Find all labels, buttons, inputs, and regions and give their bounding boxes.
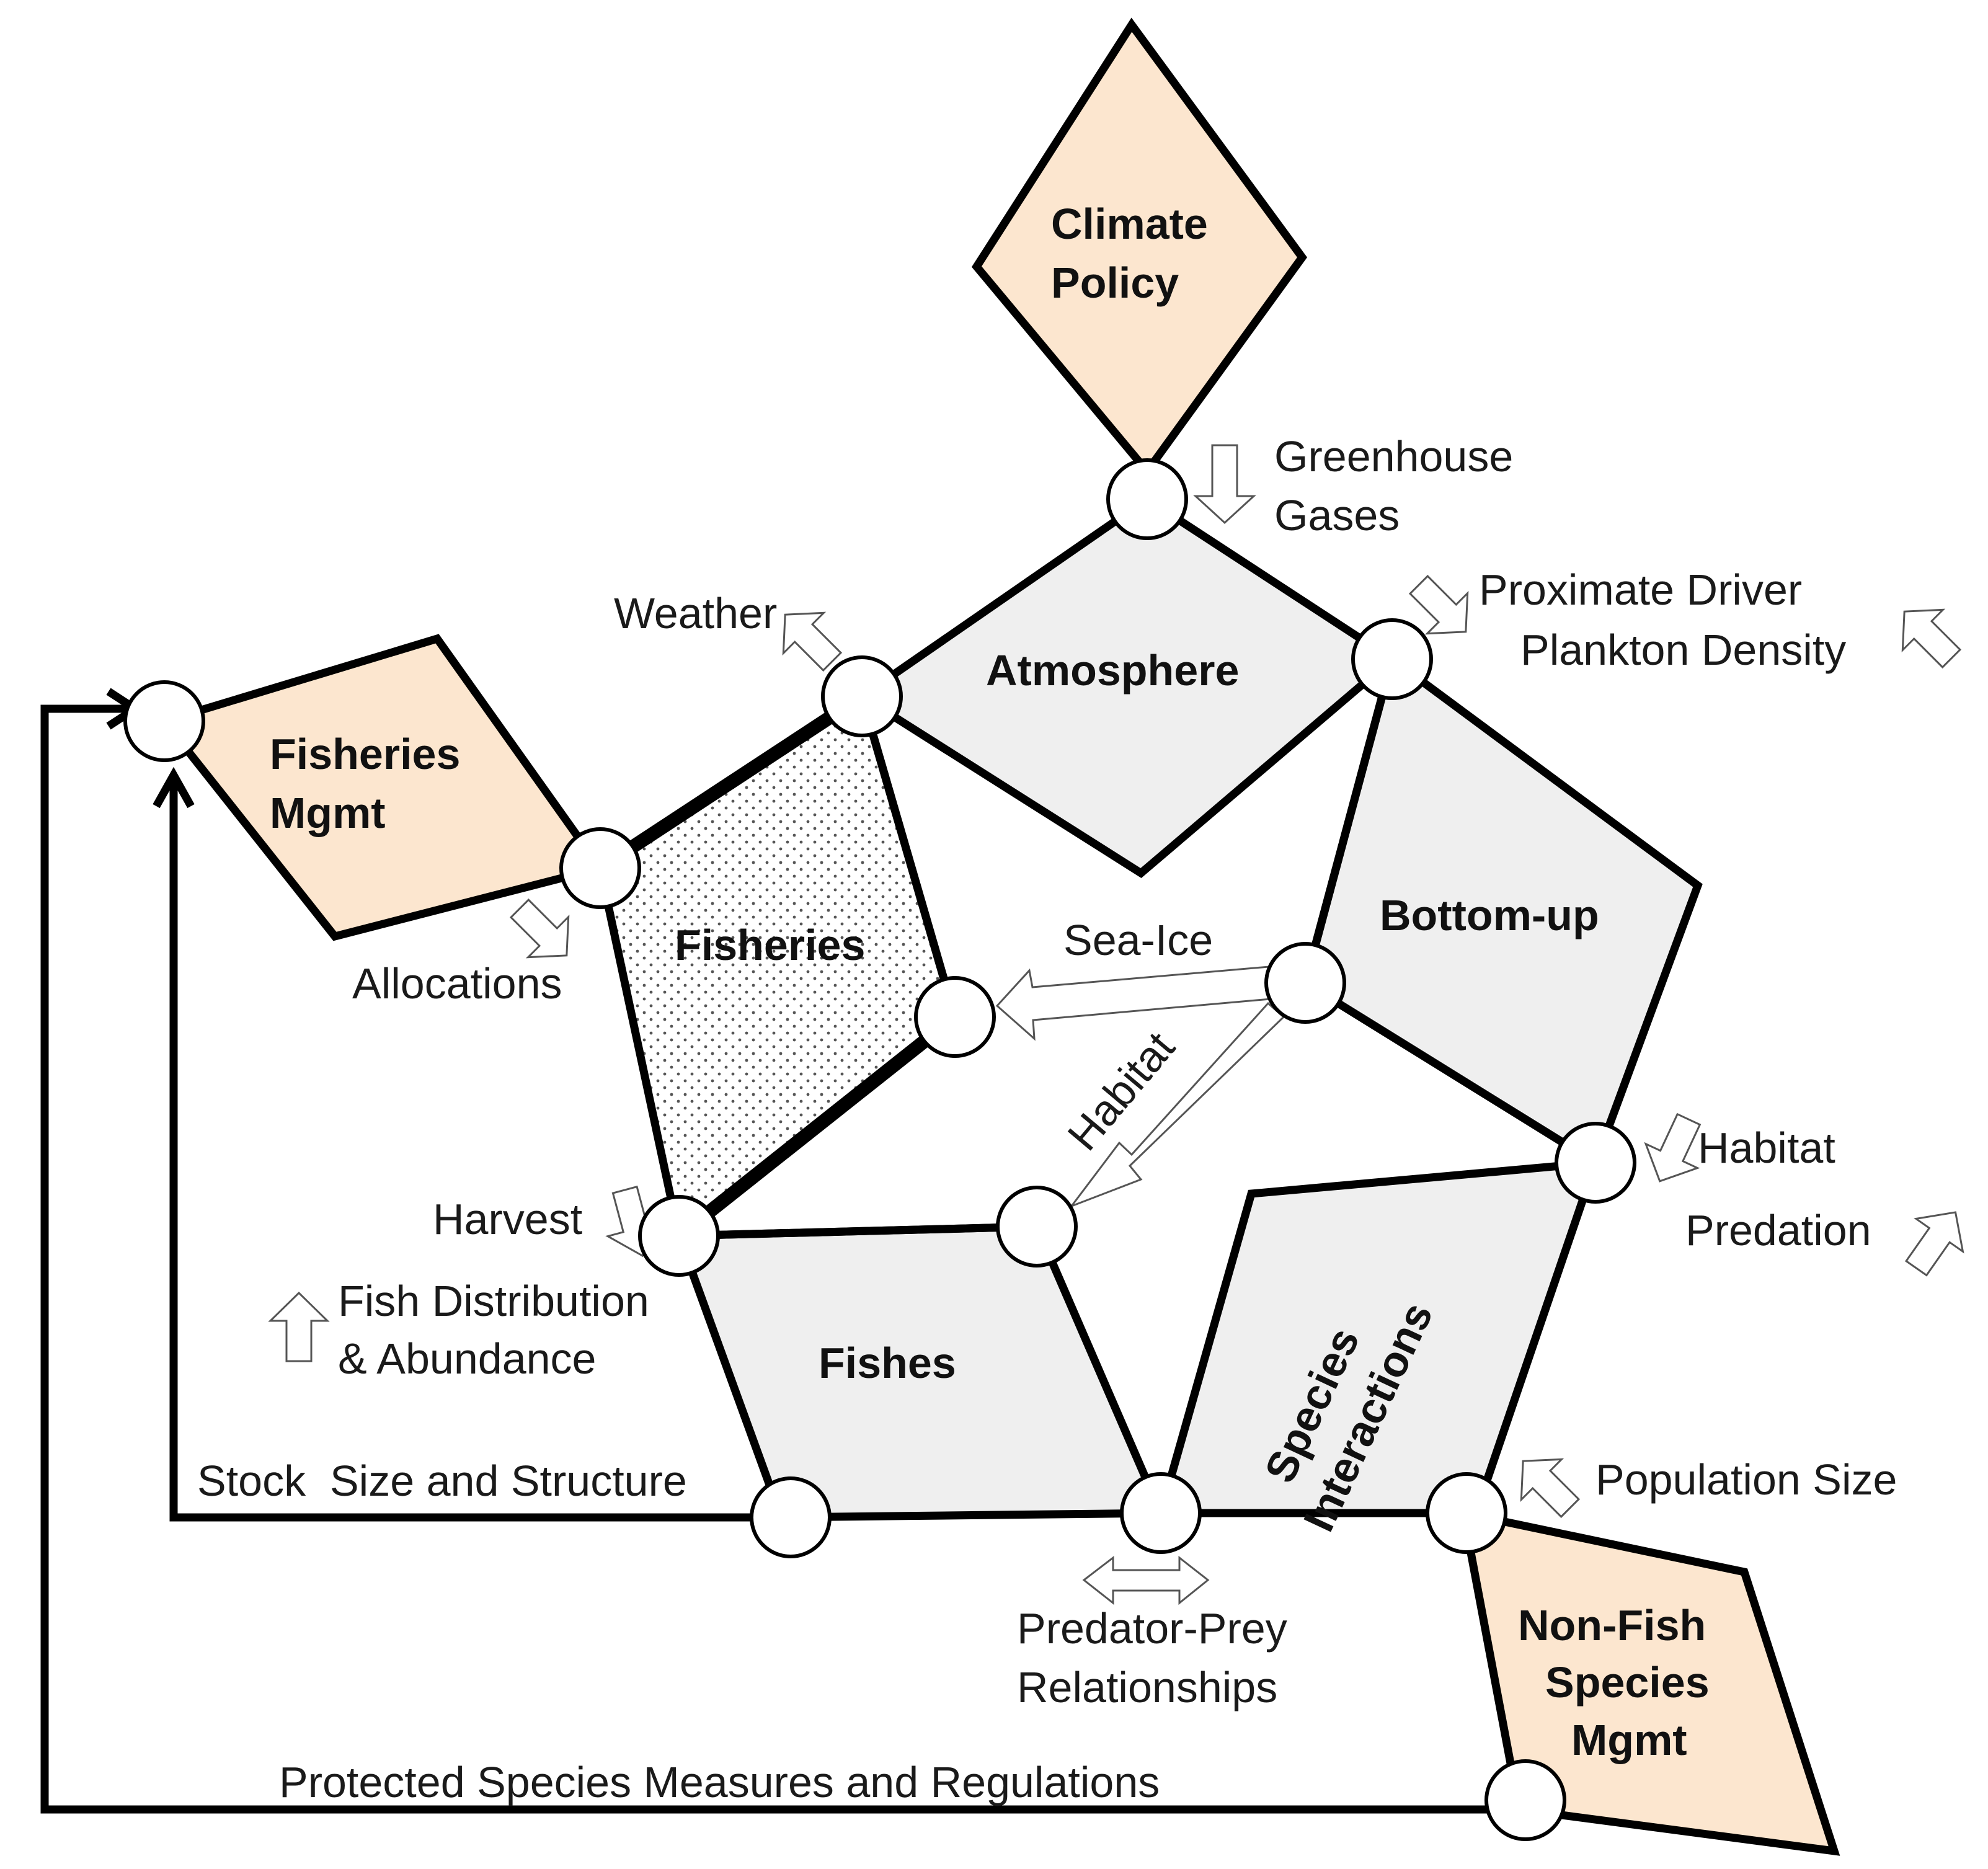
node-protected-species: [1484, 1759, 1566, 1841]
population-size-label: Population Size: [1595, 1455, 1897, 1504]
climate-policy-title: Climate Policy: [1051, 200, 1220, 307]
fisheries-title: Fisheries: [675, 921, 865, 969]
non-fish-title-line1: Non-Fish: [1518, 1601, 1706, 1649]
non-fish-species-mgmt-title: Non-Fish Species Mgmt: [1518, 1601, 1721, 1764]
fishes-link: [678, 1222, 1037, 1240]
fish-distribution-line1: Fish Distribution: [338, 1277, 649, 1325]
greenhouse-gases-label: Greenhouse Gases: [1274, 432, 1525, 539]
fish-distribution-arrow-icon: [268, 1291, 330, 1362]
fisheries-mgmt-title-line2: Mgmt: [270, 789, 386, 837]
proximate-driver-label: Proximate Driver Plankton Density: [1479, 566, 1846, 674]
fish-distribution-label: Fish Distribution & Abundance: [338, 1277, 661, 1383]
harvest-label: Harvest: [433, 1195, 582, 1243]
plankton-arrow-icon: [1901, 608, 1962, 669]
protected-species-label: Protected Species Measures and Regulatio…: [279, 1758, 1160, 1806]
sea-ice-arrow-icon: [995, 965, 1279, 1041]
fisheries-mgmt-title-line1: Fisheries: [270, 730, 460, 778]
node-predator-prey: [1120, 1472, 1202, 1554]
bottom-up-title: Bottom-up: [1380, 891, 1599, 939]
fisheries-thick-edge: [596, 690, 866, 874]
fisheries-mgmt-title: Fisheries Mgmt: [270, 730, 473, 837]
feedback-line-stock: [169, 775, 781, 1522]
node-sea-ice: [1264, 942, 1346, 1024]
stock-size-label: Stock Size and Structure: [197, 1457, 687, 1505]
node-fisheries-mgmt: [123, 680, 205, 762]
feedback-line-protected: [40, 704, 1519, 1814]
predator-prey-line2: Relationships: [1017, 1663, 1277, 1711]
predation-arrow-icon: [1904, 1211, 1964, 1277]
allocations-arrow-icon: [509, 898, 570, 959]
non-fish-title-line2: Species: [1545, 1658, 1710, 1707]
habitat-right-label: Habitat: [1698, 1124, 1835, 1172]
atmosphere-title: Atmosphere: [986, 646, 1239, 695]
greenhouse-label-line2: Gases: [1274, 491, 1400, 539]
bottom-up-link: [1303, 979, 1598, 1166]
fishes-title: Fishes: [819, 1339, 956, 1387]
proximate-driver-arrow-icon: [1408, 574, 1469, 635]
node-weather: [821, 655, 903, 737]
predator-prey-arrow-icon: [1082, 1555, 1210, 1605]
greenhouse-label-line1: Greenhouse: [1274, 432, 1513, 481]
node-stock-size: [750, 1476, 832, 1558]
node-proximate: [1351, 618, 1433, 700]
node-population-size: [1426, 1472, 1507, 1554]
habitat-diagonal-label: Habitat: [1058, 1023, 1184, 1160]
atmosphere-link: [858, 695, 959, 1018]
predator-prey-label: Predator-Prey Relationships: [1017, 1604, 1299, 1711]
allocations-label: Allocations: [352, 959, 562, 1008]
weather-label: Weather: [614, 589, 777, 637]
fish-distribution-line2: & Abundance: [338, 1334, 596, 1383]
proximate-driver-line1: Proximate Driver: [1479, 566, 1802, 614]
fisheries-mgmt-box: [157, 634, 607, 941]
node-harvest: [638, 1195, 720, 1277]
node-habitat-predation: [1555, 1122, 1636, 1204]
greenhouse-arrow-icon: [1193, 444, 1256, 525]
node-allocations: [559, 827, 641, 909]
fisheries-thick-edge-bottom: [675, 1011, 959, 1241]
node-fisheries-sea-ice: [914, 976, 996, 1058]
sea-ice-link: [1301, 658, 1396, 984]
predation-label: Predation: [1685, 1206, 1871, 1254]
node-climate-atmosphere: [1106, 458, 1188, 540]
climate-policy-title-line2: Policy: [1051, 259, 1179, 307]
population-size-arrow-icon: [1520, 1458, 1581, 1519]
climate-policy-box: [971, 17, 1308, 478]
proximate-driver-line2: Plankton Density: [1520, 626, 1846, 674]
sea-ice-label: Sea-Ice: [1063, 916, 1213, 964]
habitat-right-arrow-icon: [1644, 1112, 1702, 1183]
habitat-diagonal-arrow-icon: [1068, 1001, 1285, 1209]
non-fish-species-mgmt-box: [1458, 1507, 1840, 1856]
weather-arrow-icon: [782, 611, 843, 672]
climate-policy-title-line1: Climate: [1051, 200, 1208, 248]
predator-prey-line1: Predator-Prey: [1017, 1604, 1287, 1653]
non-fish-title-line3: Mgmt: [1571, 1716, 1687, 1764]
feedback-arrowhead-stock: [153, 766, 195, 809]
node-fishes-habitat: [996, 1186, 1078, 1267]
